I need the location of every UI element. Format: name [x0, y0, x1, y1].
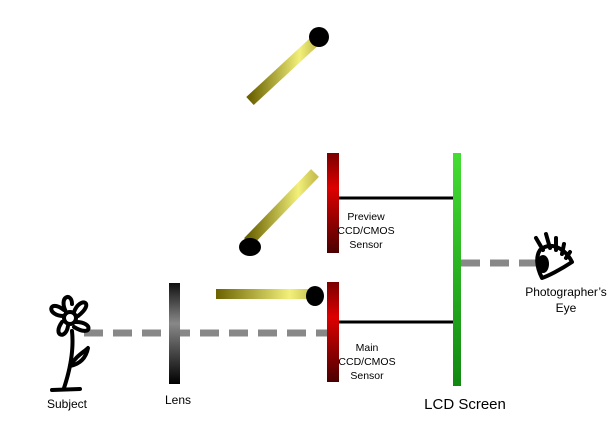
eye-label-line1: Photographer’s — [525, 285, 607, 299]
preview-sensor-label-line1: Preview — [347, 211, 385, 223]
preview-sensor-label-line2: CCD/CMOS — [337, 225, 394, 237]
main-sensor — [327, 282, 339, 382]
lens — [169, 283, 180, 384]
mirror-lower — [216, 286, 324, 306]
mirror-middle — [239, 169, 319, 256]
eye-icon — [534, 232, 574, 280]
flower-icon — [49, 295, 91, 392]
subject-label: Subject — [47, 397, 88, 411]
preview-sensor — [327, 153, 339, 253]
main-sensor-label-line3: Sensor — [350, 370, 384, 382]
lens-label: Lens — [165, 393, 191, 407]
eye-label-line2: Eye — [556, 301, 577, 315]
main-sensor-label-line1: Main — [356, 342, 379, 354]
main-sensor-label-line2: CCD/CMOS — [338, 356, 395, 368]
lcd-screen — [453, 153, 461, 386]
preview-sensor-label-line3: Sensor — [349, 239, 383, 251]
lcd-screen-label: LCD Screen — [424, 396, 506, 413]
mirror-top — [246, 27, 329, 106]
